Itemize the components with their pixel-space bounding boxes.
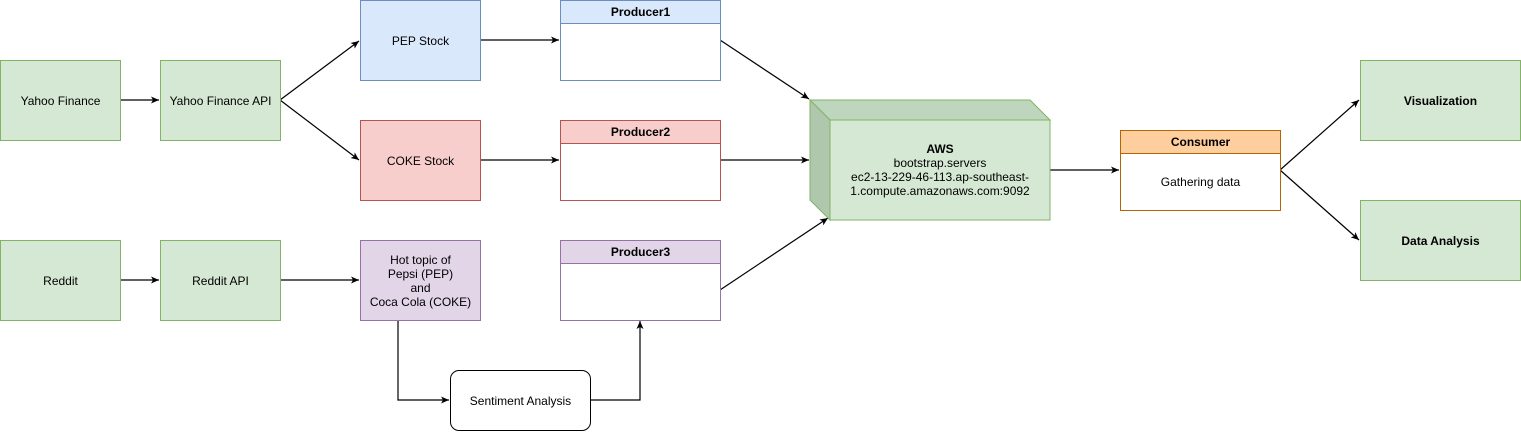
aws-node[interactable]: AWS bootstrap.servers ec2-13-229-46-113.… xyxy=(830,120,1050,220)
visualization-node[interactable]: Visualization xyxy=(1360,60,1521,141)
producer2-header: Producer2 xyxy=(561,121,720,144)
arrow-api-to-pep xyxy=(279,40,360,101)
producer3-title: Producer3 xyxy=(610,245,671,259)
producer1-header: Producer1 xyxy=(561,1,720,24)
arrow-consumer-to-dataanalysis xyxy=(1279,169,1360,241)
sentiment-analysis-label: Sentiment Analysis xyxy=(469,393,572,408)
sentiment-analysis-node[interactable]: Sentiment Analysis xyxy=(450,370,591,431)
hot-topic-line-1: Hot topic of xyxy=(390,252,451,267)
arrow-consumer-to-visualization xyxy=(1279,99,1360,171)
coke-stock-label: COKE Stock xyxy=(386,153,455,168)
consumer-node[interactable]: Consumer Gathering data xyxy=(1120,130,1281,211)
hot-topic-line-2: Pepsi (PEP) xyxy=(387,266,454,281)
aws-cube xyxy=(808,98,1052,222)
aws-cube-front xyxy=(829,119,1051,221)
arrow-hottopic-to-sentiment xyxy=(397,320,449,404)
pep-stock-label: PEP Stock xyxy=(391,33,450,48)
reddit-api-node[interactable]: Reddit API xyxy=(160,240,281,321)
aws-cube-top xyxy=(808,99,1052,121)
data-analysis-label: Data Analysis xyxy=(1401,233,1480,248)
arrow-sentiment-to-producer3 xyxy=(590,321,644,401)
consumer-title: Consumer xyxy=(1170,135,1231,149)
aws-line-2: ec2-13-229-46-113.ap-southeast- xyxy=(851,170,1029,184)
arrow-api-to-coke xyxy=(279,99,360,161)
hot-topic-line-3: and xyxy=(410,280,431,295)
aws-line-1: bootstrap.servers xyxy=(893,156,987,170)
consumer-header: Consumer xyxy=(1121,131,1280,154)
reddit-node[interactable]: Reddit xyxy=(0,240,121,321)
yahoo-finance-node[interactable]: Yahoo Finance xyxy=(0,60,121,141)
producer2-title: Producer2 xyxy=(610,125,671,139)
reddit-label: Reddit xyxy=(43,273,78,288)
hot-topic-node[interactable]: Hot topic of Pepsi (PEP) and Coca Cola (… xyxy=(360,240,481,321)
pep-stock-node[interactable]: PEP Stock xyxy=(360,0,481,81)
producer1-title: Producer1 xyxy=(610,5,671,19)
producer3-header: Producer3 xyxy=(561,241,720,264)
producer1-node[interactable]: Producer1 xyxy=(560,0,721,81)
reddit-api-label: Reddit API xyxy=(192,273,249,288)
hot-topic-line-4: Coca Cola (COKE) xyxy=(369,294,472,309)
data-analysis-node[interactable]: Data Analysis xyxy=(1360,200,1521,281)
visualization-label: Visualization xyxy=(1403,93,1478,108)
coke-stock-node[interactable]: COKE Stock xyxy=(360,120,481,201)
yahoo-finance-api-label: Yahoo Finance API xyxy=(169,93,272,108)
aws-cube-side xyxy=(809,98,831,222)
yahoo-finance-api-node[interactable]: Yahoo Finance API xyxy=(160,60,281,141)
aws-title: AWS xyxy=(926,142,954,156)
arrow-producer1-to-aws xyxy=(719,39,810,100)
consumer-body-label: Gathering data xyxy=(1160,175,1241,189)
producer3-node[interactable]: Producer3 xyxy=(560,240,721,321)
aws-line-3: 1.compute.amazonaws.com:9092 xyxy=(850,184,1030,198)
arrow-producer3-to-aws xyxy=(719,217,829,291)
consumer-body: Gathering data xyxy=(1121,154,1280,210)
yahoo-finance-label: Yahoo Finance xyxy=(20,93,101,108)
producer2-node[interactable]: Producer2 xyxy=(560,120,721,201)
